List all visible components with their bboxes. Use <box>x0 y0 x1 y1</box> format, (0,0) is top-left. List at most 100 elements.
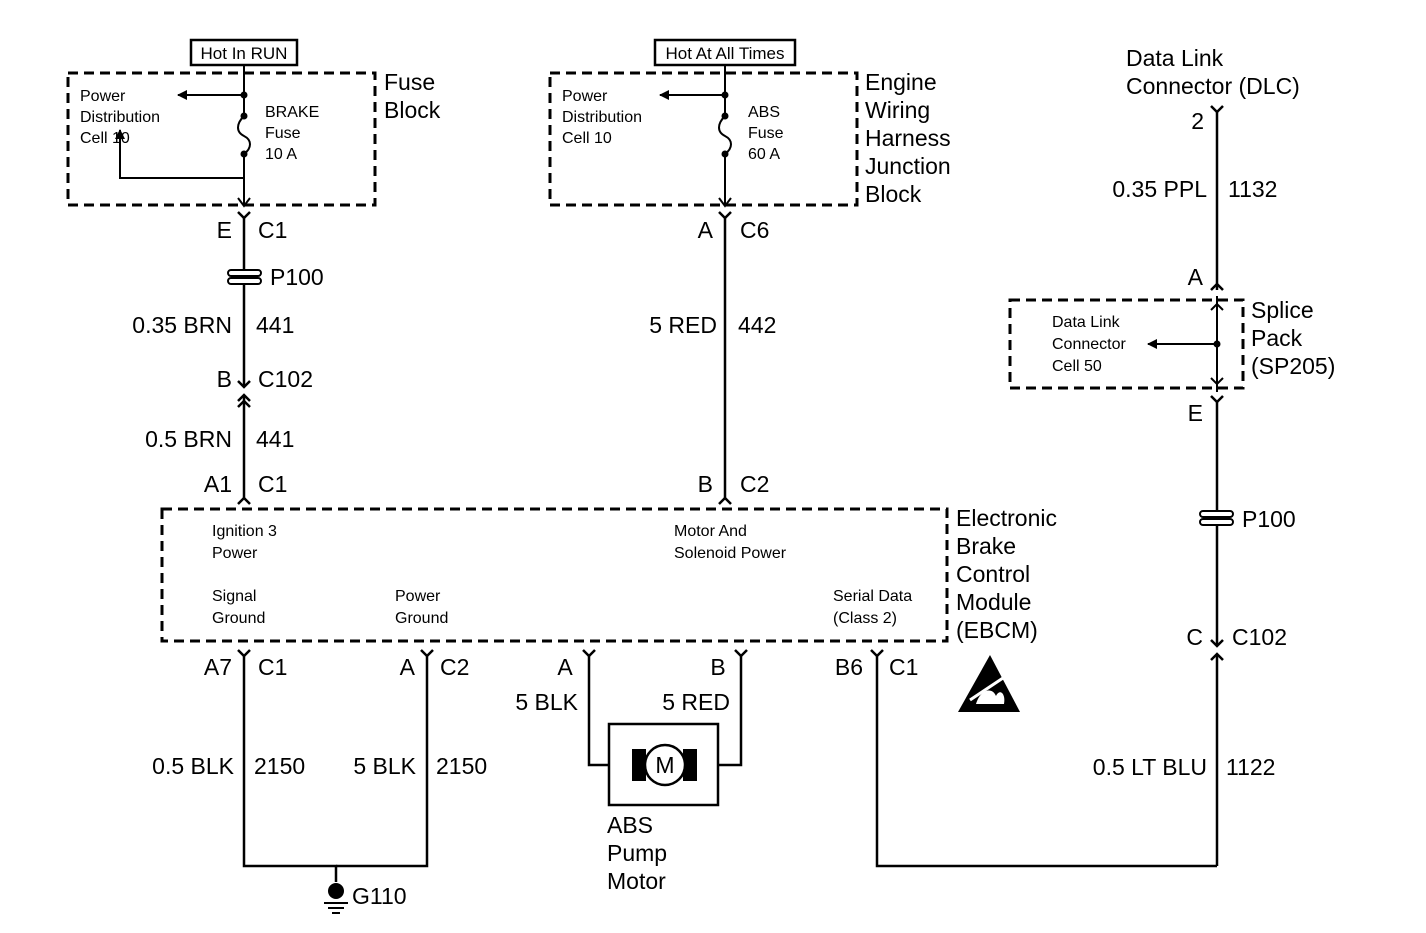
w4-size: 0.35 PPL <box>1112 176 1207 202</box>
p100-left-label: P100 <box>270 264 324 290</box>
junction-block: Hot At All Times Engine Wiring Harness J… <box>548 38 951 208</box>
fuse-cell-line-3: Cell 10 <box>80 130 130 147</box>
b6-pin: B6 <box>835 654 863 680</box>
ebcm-siggnd-line-2: Ground <box>212 610 265 627</box>
junction-cell-line-3: Cell 10 <box>562 130 612 147</box>
ebcm-motor-line-1: Motor And <box>674 523 747 540</box>
w3-size: 5 RED <box>649 312 717 338</box>
w2-circuit: 441 <box>256 426 294 452</box>
p100-right-connector <box>1199 510 1234 526</box>
motor-title-1: ABS <box>607 812 653 838</box>
signal-ground-wire <box>242 656 338 882</box>
splice-pack-box <box>1008 298 1245 390</box>
p100-left-connector <box>227 269 262 285</box>
c6-pin: A <box>698 217 714 243</box>
splice-cell-line-2: Connector <box>1052 336 1126 353</box>
ebcm-title-5: (EBCM) <box>956 617 1038 643</box>
a-c2-connector: C2 <box>440 654 469 680</box>
c102-right-pin: C <box>1186 624 1203 650</box>
a-c2-pin: A <box>400 654 416 680</box>
motor-b-connector-symbol <box>734 649 748 658</box>
ebcm-a1-connector: C1 <box>258 471 287 497</box>
c6-connector-symbol <box>718 211 732 220</box>
w9-circuit: 1122 <box>1226 754 1275 780</box>
junction-title-2: Wiring <box>865 97 930 123</box>
fuse-block-box <box>66 71 377 207</box>
c102-right-connector-symbol <box>1210 639 1224 648</box>
circuit-441: E C1 P100 0.35 BRN 441 B C102 0.5 BRN 44… <box>132 211 324 505</box>
c6-connector: C6 <box>740 217 769 243</box>
dlc-lower-circuit: E P100 C C102 0.5 LT BLU 1122 <box>875 395 1296 868</box>
ebcm-title-3: Control <box>956 561 1030 587</box>
serial-data-wire <box>875 656 1217 868</box>
ebcm-serial-line-1: Serial Data <box>833 588 912 605</box>
esd-warning-icon <box>958 655 1020 712</box>
a-c2-connector-symbol <box>420 649 434 658</box>
motor-icon <box>643 743 687 787</box>
c102-left-label: C102 <box>258 366 313 392</box>
abs-fuse-symbol <box>718 115 732 155</box>
abs-pump-motor: A B 5 BLK 5 RED M ABS Pump Motor <box>515 649 748 894</box>
junction-cell-line-1: Power <box>562 88 608 105</box>
circuit-442: A C6 5 RED 442 B C2 <box>649 211 776 505</box>
a7-connector-symbol <box>237 649 251 658</box>
brake-fuse-line-2: Fuse <box>265 125 301 142</box>
splice-title-1: Splice <box>1251 297 1314 323</box>
hot-in-run-label: Hot In RUN <box>201 44 288 63</box>
c102-left-connector-symbol <box>237 380 251 389</box>
ebcm-siggnd-line-1: Signal <box>212 588 256 605</box>
c102-left-pin: B <box>217 366 232 392</box>
splice-pin-top: A <box>1188 264 1204 290</box>
ebcm-title-2: Brake <box>956 533 1016 559</box>
w1-circuit: 441 <box>256 312 294 338</box>
c1-fuse-connector: C1 <box>258 217 287 243</box>
w9-size: 0.5 LT BLU <box>1093 754 1207 780</box>
ebcm-c2-pin: B <box>698 471 713 497</box>
fuse-block-title-2: Block <box>384 97 441 123</box>
w6-size: 5 BLK <box>353 753 416 779</box>
a7-connector: C1 <box>258 654 287 680</box>
junction-title-5: Block <box>865 181 922 207</box>
ebcm-pwrgnd-line-2: Ground <box>395 610 448 627</box>
junction-cell-line-2: Distribution <box>562 109 642 126</box>
splice-bottom-connector-symbol <box>1210 395 1224 404</box>
dlc-title-1: Data Link <box>1126 45 1224 71</box>
ebcm-serial-line-2: (Class 2) <box>833 610 897 627</box>
w6-circuit: 2150 <box>436 753 487 779</box>
w5-circuit: 2150 <box>254 753 305 779</box>
ebcm-a1-connector-symbol <box>237 496 251 505</box>
w8-size: 5 RED <box>662 689 730 715</box>
b6-connector-symbol <box>870 649 884 658</box>
w4-circuit: 1132 <box>1228 176 1277 202</box>
ebcm-ign-line-1: Ignition 3 <box>212 523 277 540</box>
w2-size: 0.5 BRN <box>145 426 232 452</box>
motor-a-connector-symbol <box>582 649 596 658</box>
brake-fuse-line-1: BRAKE <box>265 104 319 121</box>
a7-pin: A7 <box>204 654 232 680</box>
w5-size: 0.5 BLK <box>152 753 234 779</box>
splice-cell-line-3: Cell 50 <box>1052 358 1102 375</box>
ground-label: G110 <box>352 883 407 909</box>
c1-fuse-pin: E <box>217 217 232 243</box>
brake-fuse-symbol <box>237 115 251 155</box>
serial-data-connector: B6 C1 <box>835 649 918 680</box>
junction-title-1: Engine <box>865 69 937 95</box>
ground-icon <box>324 883 348 914</box>
abs-fuse-line-1: ABS <box>748 104 780 121</box>
splice-top-connector-symbol <box>1210 282 1224 291</box>
junction-title-3: Harness <box>865 125 951 151</box>
motor-a-pin: A <box>557 654 573 680</box>
fuse-block-title-1: Fuse <box>384 69 435 95</box>
hot-at-all-times-label: Hot At All Times <box>665 44 784 63</box>
fuse-block: Hot In RUN Fuse Block Power Distribution… <box>66 38 441 208</box>
ebcm-motor-line-2: Solenoid Power <box>674 545 787 562</box>
ebcm-c2-connector-symbol <box>718 496 732 505</box>
hot-at-all-times-box <box>653 38 797 67</box>
p100-right-label: P100 <box>1242 506 1296 532</box>
c1-fuse-connector-symbol <box>237 211 251 220</box>
ground-circuits: A7 C1 A C2 0.5 BLK 2150 5 BLK 2150 G110 <box>152 649 487 914</box>
dlc-pin: 2 <box>1191 108 1204 134</box>
abs-fuse-line-2: Fuse <box>748 125 784 142</box>
